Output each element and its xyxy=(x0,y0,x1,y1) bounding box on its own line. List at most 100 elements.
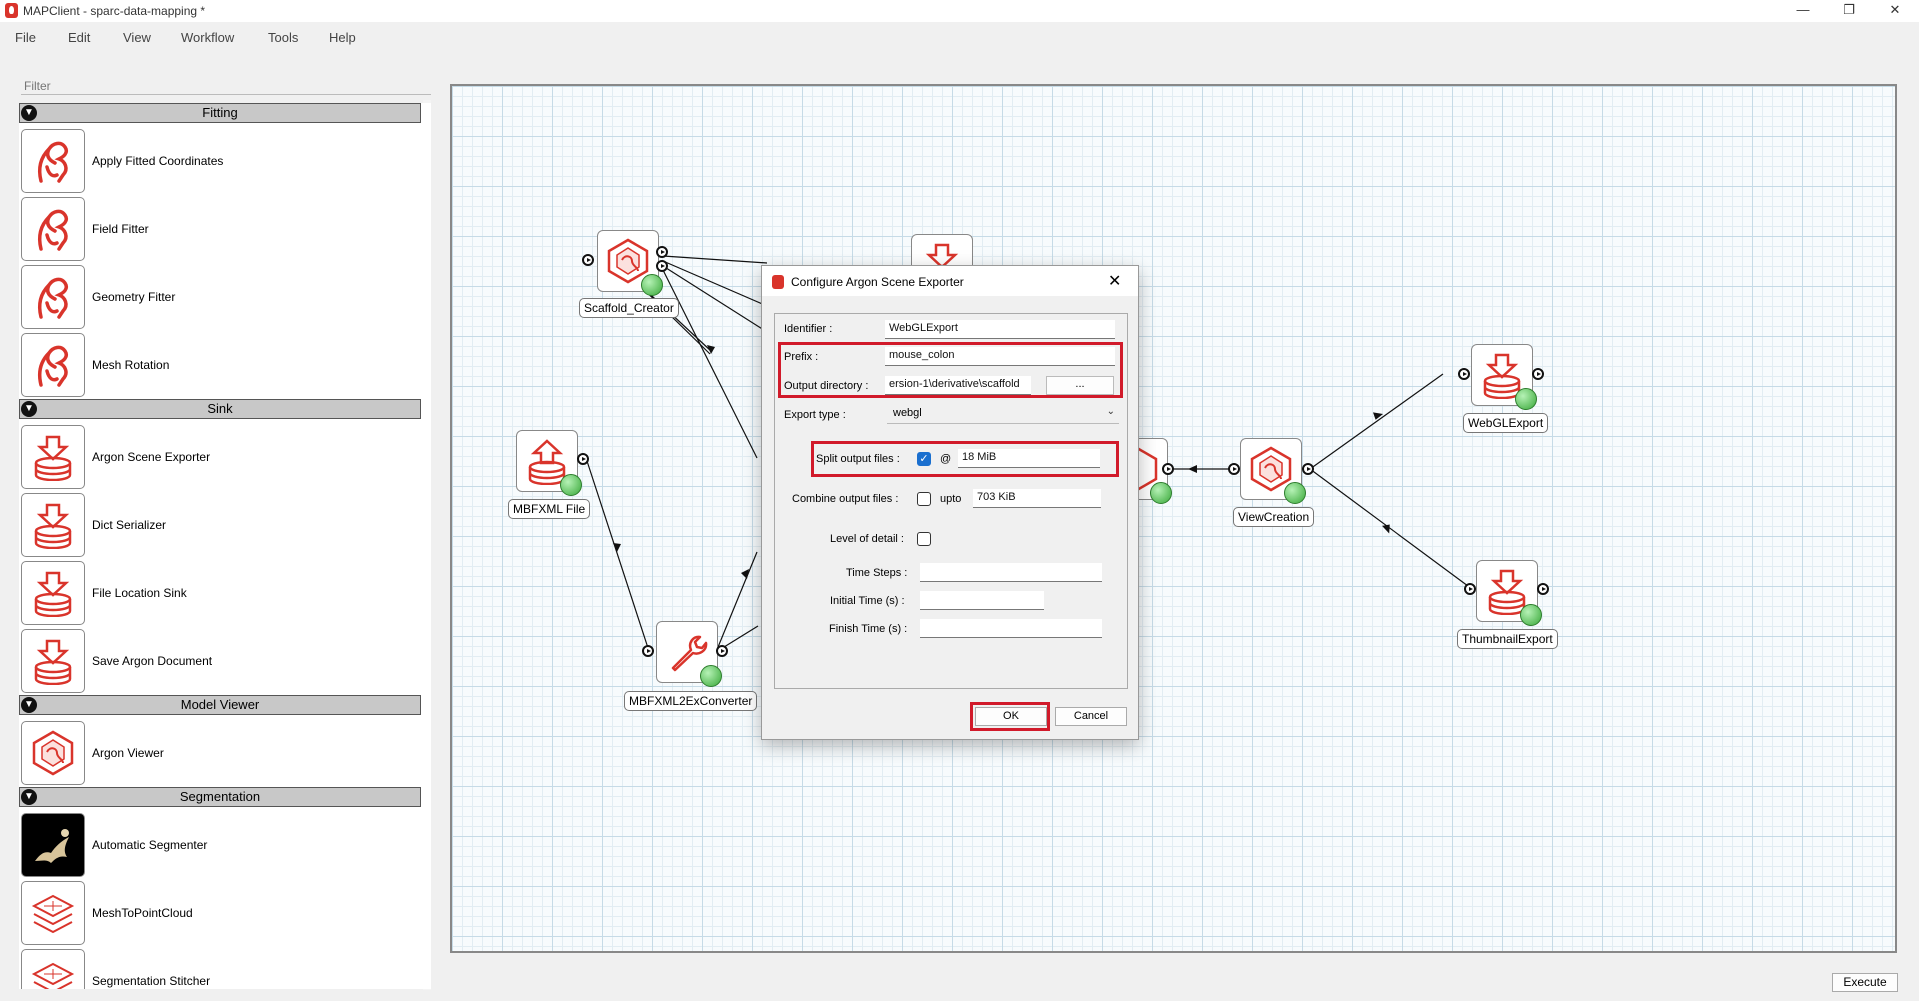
configure-dialog: Configure Argon Scene Exporter ✕ Identif… xyxy=(761,265,1139,740)
arrowhead xyxy=(741,569,749,579)
maximize-button[interactable]: ❐ xyxy=(1843,2,1855,17)
step-label: Segmentation Stitcher xyxy=(92,974,211,988)
output-port[interactable] xyxy=(716,645,728,657)
status-badge xyxy=(1284,482,1306,504)
arrowhead xyxy=(1382,524,1390,534)
step-segmentation-stitcher[interactable]: Segmentation Stitcher xyxy=(19,947,421,989)
node-mbfxml2exconverter[interactable] xyxy=(652,617,722,687)
arrowhead xyxy=(613,543,621,552)
fitting-icon xyxy=(21,333,85,397)
menu-tools[interactable]: Tools xyxy=(268,30,299,45)
input-port[interactable] xyxy=(582,254,594,266)
category-model-viewer[interactable]: ▼ Model Viewer xyxy=(19,695,421,715)
category-sink[interactable]: ▼ Sink xyxy=(19,399,421,419)
fitting-icon xyxy=(21,129,85,193)
dialog-close-button[interactable]: ✕ xyxy=(1108,273,1122,290)
step-automatic-segmenter[interactable]: Automatic Segmenter xyxy=(19,811,421,879)
collapse-icon[interactable]: ▼ xyxy=(21,105,37,121)
ok-button[interactable]: OK xyxy=(975,707,1047,726)
browse-button[interactable]: ... xyxy=(1046,376,1114,395)
chevron-down-icon: ⌄ xyxy=(1106,406,1115,417)
step-label: MeshToPointCloud xyxy=(92,906,193,920)
step-field-fitter[interactable]: Field Fitter xyxy=(19,195,421,263)
output-port[interactable] xyxy=(1537,583,1549,595)
initial-time-input[interactable] xyxy=(920,591,1044,610)
step-file-location-sink[interactable]: File Location Sink xyxy=(19,559,421,627)
dialog-title-bar: Configure Argon Scene Exporter ✕ xyxy=(762,266,1138,296)
menu-edit[interactable]: Edit xyxy=(68,30,91,45)
finish-time-input[interactable] xyxy=(920,619,1102,638)
node-thumbnail-export[interactable] xyxy=(1472,556,1542,626)
close-button[interactable]: ✕ xyxy=(1889,2,1901,17)
category-fitting[interactable]: ▼ Fitting xyxy=(19,103,421,123)
input-port[interactable] xyxy=(1228,463,1240,475)
step-dict-serializer[interactable]: Dict Serializer xyxy=(19,491,421,559)
output-directory-input[interactable]: ersion-1\derivative\scaffold xyxy=(885,376,1031,395)
output-port[interactable] xyxy=(656,246,668,258)
workflow-canvas[interactable]: Scaffold_Creator MBFXML File MBFXML2ExCo… xyxy=(450,84,1897,953)
prefix-input[interactable]: mouse_colon xyxy=(885,347,1115,366)
identifier-input[interactable]: WebGLExport xyxy=(885,320,1115,339)
combine-output-checkbox[interactable] xyxy=(917,492,931,506)
output-port[interactable] xyxy=(1302,463,1314,475)
input-port[interactable] xyxy=(642,645,654,657)
connection-line xyxy=(662,260,768,307)
menu-view[interactable]: View xyxy=(123,30,151,45)
initial-time-label: Initial Time (s) : xyxy=(830,595,905,607)
category-segmentation[interactable]: ▼ Segmentation xyxy=(19,787,421,807)
export-icon xyxy=(21,561,85,625)
collapse-icon[interactable]: ▼ xyxy=(21,789,37,805)
step-apply-fitted-coordinates[interactable]: Apply Fitted Coordinates xyxy=(19,127,421,195)
connection-line xyxy=(715,551,758,653)
split-size-input[interactable]: 18 MiB xyxy=(958,449,1100,468)
split-output-label: Split output files : xyxy=(816,453,900,465)
menu-file[interactable]: File xyxy=(15,30,36,45)
step-save-argon-document[interactable]: Save Argon Document xyxy=(19,627,421,695)
step-argon-scene-exporter[interactable]: Argon Scene Exporter xyxy=(19,423,421,491)
status-badge xyxy=(1515,388,1537,410)
output-port[interactable] xyxy=(1162,463,1174,475)
step-argon-viewer[interactable]: Argon Viewer xyxy=(19,719,421,787)
export-type-select[interactable]: webgl ⌄ xyxy=(887,405,1119,424)
status-badge xyxy=(1150,482,1172,504)
workflow-connections xyxy=(586,255,1473,653)
level-of-detail-label: Level of detail : xyxy=(830,533,904,545)
step-label: Mesh Rotation xyxy=(92,358,170,372)
collapse-icon[interactable]: ▼ xyxy=(21,401,37,417)
execute-button[interactable]: Execute xyxy=(1832,973,1898,992)
time-steps-label: Time Steps : xyxy=(846,567,908,579)
output-directory-label: Output directory : xyxy=(784,380,869,392)
combine-output-label: Combine output files : xyxy=(792,493,899,505)
output-port[interactable] xyxy=(577,453,589,465)
split-output-checkbox[interactable]: ✓ xyxy=(917,452,931,466)
node-view-creation[interactable] xyxy=(1236,434,1306,504)
filter-input[interactable] xyxy=(21,77,431,95)
minimize-button[interactable]: — xyxy=(1796,2,1810,17)
menu-workflow[interactable]: Workflow xyxy=(181,30,235,45)
connection-line xyxy=(586,460,649,649)
step-mesh-rotation[interactable]: Mesh Rotation xyxy=(19,331,421,399)
step-geometry-fitter[interactable]: Geometry Fitter xyxy=(19,263,421,331)
export-icon xyxy=(21,629,85,693)
input-port[interactable] xyxy=(1464,583,1476,595)
level-of-detail-checkbox[interactable] xyxy=(917,532,931,546)
collapse-icon[interactable]: ▼ xyxy=(21,697,37,713)
input-port[interactable] xyxy=(1458,368,1470,380)
combine-size-input[interactable]: 703 KiB xyxy=(973,489,1101,508)
fitting-icon xyxy=(21,265,85,329)
step-label: Geometry Fitter xyxy=(92,290,176,304)
node-label: WebGLExport xyxy=(1463,413,1549,433)
node-webgl-export[interactable] xyxy=(1467,340,1537,410)
status-badge xyxy=(560,474,582,496)
category-label: Segmentation xyxy=(179,789,261,804)
layers-icon xyxy=(21,949,85,989)
menu-help[interactable]: Help xyxy=(329,30,356,45)
node-mbfxml-file[interactable] xyxy=(512,426,582,496)
node-label: Scaffold_Creator xyxy=(579,298,679,318)
step-mesh-to-point-cloud[interactable]: MeshToPointCloud xyxy=(19,879,421,947)
output-port[interactable] xyxy=(656,260,668,272)
output-port[interactable] xyxy=(1532,368,1544,380)
cancel-button[interactable]: Cancel xyxy=(1055,707,1127,726)
node-scaffold-creator[interactable] xyxy=(593,226,663,296)
time-steps-input[interactable] xyxy=(920,563,1102,582)
